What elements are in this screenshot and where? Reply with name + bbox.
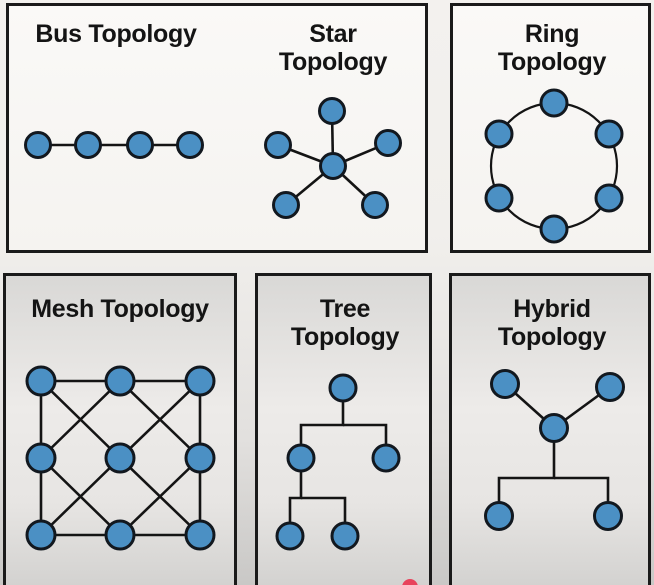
tree-diagram (275, 373, 401, 551)
network-node (371, 443, 401, 473)
network-node (593, 501, 623, 531)
connector-polyline (497, 428, 556, 516)
network-node (25, 442, 57, 474)
star-title-line-1: Star (309, 20, 357, 48)
bus-star-diagram (24, 97, 402, 219)
tree-topology-title: Tree Topology (290, 295, 400, 351)
mesh-diagram (25, 365, 216, 551)
hybrid-diagram (484, 369, 625, 531)
hybrid-title-line-2: Topology (497, 323, 607, 351)
network-node (25, 519, 57, 551)
network-node (126, 131, 154, 159)
network-node (484, 183, 514, 213)
link-line (119, 380, 201, 459)
network-node (318, 97, 346, 125)
network-node (176, 131, 204, 159)
hybrid-title-line-1: Hybrid (513, 295, 591, 323)
network-node (539, 413, 569, 443)
panel-tree: Tree Topology (255, 273, 432, 585)
hybrid-topology-title: Hybrid Topology (497, 295, 607, 351)
network-node (184, 519, 216, 551)
network-node (184, 442, 216, 474)
network-node (24, 131, 52, 159)
link-line (40, 380, 121, 459)
network-node (539, 214, 569, 244)
network-node (330, 521, 360, 551)
network-node (272, 191, 300, 219)
connector-polyline (288, 458, 303, 536)
network-node (25, 365, 57, 397)
ring-diagram (484, 88, 624, 244)
network-node (594, 119, 624, 149)
network-node (594, 183, 624, 213)
tree-title-line-1: Tree (319, 295, 371, 323)
mesh-topology-title: Mesh Topology (31, 295, 209, 323)
network-node (484, 501, 514, 531)
tree-title-line-2: Topology (290, 323, 400, 351)
ring-link-circle (489, 101, 619, 231)
network-node (595, 372, 625, 402)
network-node (539, 88, 569, 118)
ring-topology-title: Ring Topology (497, 20, 607, 76)
network-node (484, 119, 514, 149)
network-node (374, 129, 402, 157)
network-node (74, 131, 102, 159)
panel-ring: Ring Topology (450, 3, 651, 253)
star-topology-title: Star Topology (278, 20, 388, 76)
network-node (319, 152, 347, 180)
link-line (119, 457, 201, 536)
network-node (361, 191, 389, 219)
panel-hybrid: Hybrid Topology (449, 273, 651, 585)
bus-topology-title: Bus Topology (35, 20, 197, 48)
network-node (286, 443, 316, 473)
link-line (40, 457, 121, 536)
network-node (104, 442, 136, 474)
network-node (275, 521, 305, 551)
connector-polyline (299, 388, 345, 458)
star-title-line-2: Topology (278, 48, 388, 76)
network-node (104, 365, 136, 397)
network-node (490, 369, 520, 399)
panel-bus-star: Bus Topology Star Topology (6, 3, 428, 253)
ring-title-line-2: Topology (497, 48, 607, 76)
network-node (264, 131, 292, 159)
network-node (104, 519, 136, 551)
panel-mesh: Mesh Topology (3, 273, 237, 585)
network-node (328, 373, 358, 403)
ring-title-line-1: Ring (524, 20, 580, 48)
red-dot-accent (402, 579, 418, 585)
network-node (184, 365, 216, 397)
